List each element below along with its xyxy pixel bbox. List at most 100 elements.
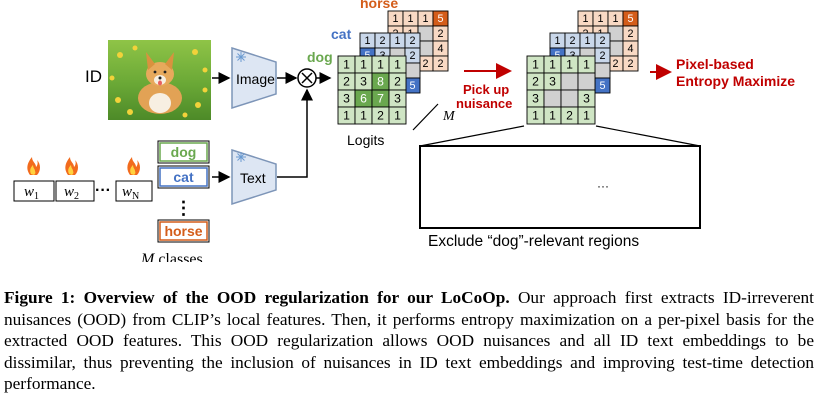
logits-horse-value: 1 bbox=[392, 13, 398, 25]
arrow-text-to-multiply bbox=[277, 88, 313, 178]
masked-dog-value: 1 bbox=[583, 109, 590, 123]
m-symbol: M bbox=[442, 109, 456, 124]
caption-body: Our approach first extracts ID-irreveren… bbox=[4, 288, 814, 393]
text-encoder-label: Text bbox=[240, 170, 266, 186]
masked-dog-value: 2 bbox=[566, 109, 573, 123]
masked-horse-value: 2 bbox=[627, 58, 633, 70]
masked-horse-value: 1 bbox=[582, 13, 588, 25]
m-bracket-line bbox=[412, 103, 439, 131]
masked-horse-value: 5 bbox=[627, 13, 633, 25]
exclude-box bbox=[419, 145, 701, 229]
pick-up-label-line2: nuisance bbox=[456, 96, 512, 111]
masked-cat-value: 5 bbox=[599, 80, 605, 92]
masked-cat-value: 2 bbox=[599, 50, 605, 62]
logits-horse-value: 5 bbox=[437, 13, 443, 25]
logits-dog-value: 2 bbox=[394, 75, 401, 89]
logits-cat-value: 1 bbox=[394, 35, 400, 47]
logits-dog-value: 6 bbox=[360, 92, 367, 106]
m-classes-label: M classes bbox=[140, 251, 203, 262]
logits-horse-value: 2 bbox=[422, 58, 428, 70]
id-label: ID bbox=[85, 67, 102, 86]
flame-icon bbox=[65, 157, 78, 175]
logits-dog-value: 7 bbox=[377, 92, 384, 106]
class-box-dog: dog bbox=[157, 140, 210, 164]
masked-dog-value: 1 bbox=[532, 58, 539, 72]
text-encoder bbox=[231, 148, 277, 206]
masked-horse-cell bbox=[622, 55, 639, 72]
masked-cat-value: 2 bbox=[599, 35, 605, 47]
masked-dog-cell bbox=[577, 72, 596, 91]
exclude-label: Exclude “dog”-relevant regions bbox=[428, 233, 639, 250]
class-box-dog-label: dog bbox=[171, 144, 197, 160]
masked-horse-value: 1 bbox=[612, 13, 618, 25]
exclude-dots: ··· bbox=[597, 179, 609, 193]
logits-dog-value: 1 bbox=[394, 109, 401, 123]
logits-dog-value: 3 bbox=[343, 92, 350, 106]
logits-cat-value: 1 bbox=[364, 35, 370, 47]
class-box-horse: horse bbox=[157, 219, 210, 243]
flame-icon bbox=[27, 157, 40, 175]
context-word-wN: wN bbox=[115, 180, 153, 202]
masked-dog-value: 1 bbox=[549, 109, 556, 123]
entropy-label-line1: Pixel-based bbox=[676, 56, 754, 72]
logit-label-horse: horse bbox=[360, 0, 398, 11]
figure-caption: Figure 1: Overview of the OOD regulariza… bbox=[4, 287, 814, 395]
masked-horse-value: 1 bbox=[597, 13, 603, 25]
logits-dog-value: 2 bbox=[343, 75, 350, 89]
masked-dog-value: 2 bbox=[532, 75, 539, 89]
class-box-horse-label: horse bbox=[164, 223, 202, 239]
class-box-cat-label: cat bbox=[173, 169, 194, 185]
logits-horse-value: 4 bbox=[437, 43, 443, 55]
context-word-w2: w2 bbox=[55, 180, 95, 202]
pick-up-label-line1: Pick up bbox=[463, 82, 509, 97]
snowflake-icon bbox=[236, 152, 246, 162]
entropy-label-line2: Entropy Maximize bbox=[676, 73, 795, 89]
masked-dog-value: 1 bbox=[549, 58, 556, 72]
masked-cat-value: 1 bbox=[554, 35, 560, 47]
masked-horse-value: 2 bbox=[612, 58, 618, 70]
logits-horse-value: 2 bbox=[437, 58, 443, 70]
logits-horse-value: 1 bbox=[407, 13, 413, 25]
caption-title: Overview of the OOD regularization for o… bbox=[83, 288, 510, 307]
masked-dog-cell bbox=[577, 106, 596, 125]
class-ellipsis: ⋮ bbox=[175, 198, 193, 218]
logits-dog-value: 3 bbox=[360, 75, 367, 89]
logits-dog-value: 3 bbox=[394, 92, 401, 106]
masked-dog-value: 3 bbox=[583, 92, 590, 106]
logits-cat-value: 5 bbox=[409, 80, 415, 92]
masked-dog-value: 1 bbox=[566, 58, 573, 72]
masked-horse-value: 4 bbox=[627, 43, 633, 55]
connector-right bbox=[595, 125, 701, 147]
masked-horse-value: 2 bbox=[627, 28, 633, 40]
logits-cat-value: 2 bbox=[379, 35, 385, 47]
logits-cat-value: 2 bbox=[409, 35, 415, 47]
logit-label-cat: cat bbox=[331, 26, 352, 42]
masked-dog-cell bbox=[543, 89, 562, 108]
masked-cat-cell bbox=[594, 62, 611, 79]
logits-dog-value: 2 bbox=[377, 109, 384, 123]
logits-dog-value: 8 bbox=[377, 75, 384, 89]
masked-dog-value: 3 bbox=[549, 75, 556, 89]
context-ellipsis: ··· bbox=[95, 182, 111, 199]
logits-dog-value: 1 bbox=[360, 109, 367, 123]
snowflake-icon bbox=[236, 52, 246, 62]
masked-dog-cell bbox=[560, 89, 579, 108]
flame-icon bbox=[127, 157, 140, 175]
masked-dog-value: 3 bbox=[532, 92, 539, 106]
masked-cat-value: 1 bbox=[584, 35, 590, 47]
masked-cat-value: 2 bbox=[569, 35, 575, 47]
masked-dog-value: 1 bbox=[583, 58, 590, 72]
logits-dog-value: 1 bbox=[343, 109, 350, 123]
multiply-operator bbox=[297, 68, 317, 88]
logits-dog-value: 1 bbox=[377, 58, 384, 72]
logits-cat-value: 2 bbox=[409, 50, 415, 62]
overview-diagram: ID Image Text bbox=[13, 0, 795, 262]
logits-dog-value: 1 bbox=[394, 58, 401, 72]
image-encoder bbox=[231, 46, 277, 110]
logits-dog-value: 1 bbox=[343, 58, 350, 72]
masked-dog-cell bbox=[560, 72, 579, 91]
logits-dog-cell bbox=[388, 106, 407, 125]
logit-label-dog: dog bbox=[307, 49, 333, 65]
logits-horse-value: 1 bbox=[422, 13, 428, 25]
